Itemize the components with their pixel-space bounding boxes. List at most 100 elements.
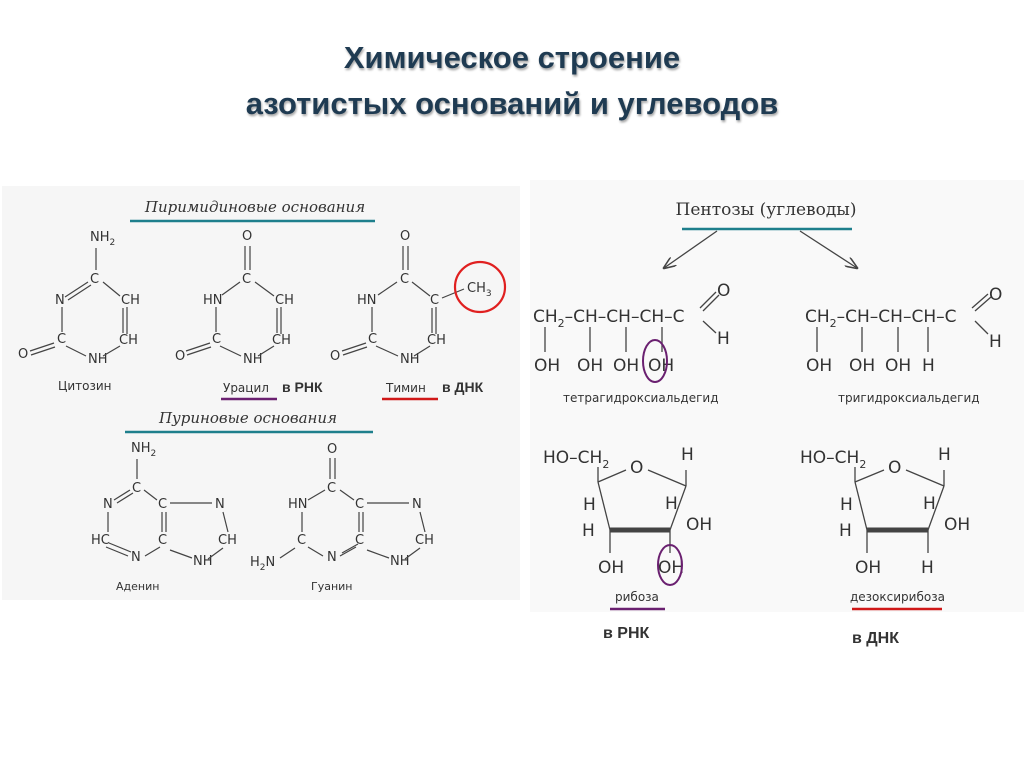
ribose-h-left-lower: H bbox=[582, 521, 595, 541]
chain2-o: O bbox=[989, 285, 1002, 305]
adenine-c4: C bbox=[158, 533, 167, 548]
adenine-ch: CH bbox=[218, 533, 237, 548]
chain1-oh-highlight bbox=[642, 339, 668, 383]
cytosine-c4: C bbox=[90, 272, 99, 287]
chain1-h: H bbox=[717, 329, 730, 349]
chain2-sub: 2 bbox=[830, 317, 837, 330]
thymine-hn: HN bbox=[357, 293, 377, 308]
svg-text:H2N: H2N bbox=[250, 555, 275, 573]
methyl-highlight-circle bbox=[453, 260, 507, 314]
svg-text:NH2: NH2 bbox=[131, 441, 156, 459]
guanine-label: Гуанин bbox=[311, 580, 353, 593]
ribose-sub: 2 bbox=[602, 458, 609, 471]
ribose-h-left-upper: H bbox=[583, 495, 596, 515]
title-line-2: азотистых оснований и углеводов bbox=[245, 86, 779, 121]
uracil-nh: NH bbox=[243, 352, 263, 367]
guanine-n3: N bbox=[327, 550, 337, 565]
cytosine-nh2-sub: 2 bbox=[110, 238, 116, 248]
adenine-c5: C bbox=[158, 497, 167, 512]
chain1-caption: тетрагидроксиальдегид bbox=[563, 391, 719, 405]
svg-text:HO–CH2: HO–CH2 bbox=[800, 448, 866, 471]
chain2-caption: тригидроксиальдегид bbox=[838, 391, 980, 405]
chain1-rest: –CH–CH–CH–C bbox=[565, 307, 685, 327]
svg-text:CH2–CH–CH–CH–C: CH2–CH–CH–CH–C bbox=[805, 307, 957, 330]
deoxyribose-oh-bottom-left: OH bbox=[855, 558, 881, 578]
adenine-structure: NH2 C N C N HC C CH N NH Аденин bbox=[91, 441, 237, 593]
deoxyribose-h-left-upper: H bbox=[840, 495, 853, 515]
adenine-n1: N bbox=[103, 497, 113, 512]
thymine-c6: CH bbox=[427, 333, 446, 348]
ribose-rna-tag: в РНК bbox=[603, 625, 650, 642]
deoxyribose-structure: HO–CH2 O H H H H OH OH H дезоксирибоза в… bbox=[800, 445, 970, 647]
guanine-c5: C bbox=[355, 497, 364, 512]
cytosine-o: O bbox=[18, 347, 28, 362]
pentoses-header: Пентозы (углеводы) bbox=[676, 200, 857, 220]
guanine-c2: C bbox=[297, 533, 306, 548]
guanine-h2n: H bbox=[250, 555, 260, 570]
deoxyribose-h-bottom-right: H bbox=[921, 558, 934, 578]
adenine-n7: N bbox=[215, 497, 225, 512]
chain2-h-bottom: H bbox=[922, 356, 935, 376]
guanine-h2n-sub: 2 bbox=[260, 563, 266, 573]
chain2-oh-1: OH bbox=[806, 356, 832, 376]
thymine-o-top: O bbox=[400, 229, 410, 244]
ribose-structure: HO–CH2 O H H H H OH OH OH рибоза в РНК bbox=[543, 445, 712, 642]
deoxyribose-label: дезоксирибоза bbox=[850, 590, 945, 604]
trihydroxyaldehyde-structure: CH2–CH–CH–CH–C O H OH OH OH H тригидрокс… bbox=[805, 285, 1002, 405]
adenine-nh2-sub: 2 bbox=[151, 449, 157, 459]
title-line-1: Химическое строение bbox=[343, 40, 681, 75]
tetrahydroxyaldehyde-structure: CH2–CH–CH–CH–C O H OH OH OH OH тетрагидр… bbox=[533, 281, 730, 405]
adenine-nh2: NH bbox=[131, 441, 151, 456]
ribose-oh-highlight bbox=[657, 544, 683, 586]
thymine-c2: C bbox=[368, 332, 377, 347]
chain2-oh-3: OH bbox=[885, 356, 911, 376]
guanine-ch: CH bbox=[415, 533, 434, 548]
chain1-oh-4: OH bbox=[648, 356, 674, 376]
cytosine-structure: NH2 C N CH C CH O NH Цитозин bbox=[18, 230, 140, 393]
svg-text:CH3: CH3 bbox=[467, 281, 492, 299]
cytosine-c2: C bbox=[57, 332, 66, 347]
adenine-hc: HC bbox=[91, 533, 110, 548]
guanine-n7: N bbox=[412, 497, 422, 512]
svg-text:NH2: NH2 bbox=[90, 230, 115, 248]
deoxyribose-h-right: H bbox=[923, 494, 936, 514]
cytosine-n3: N bbox=[55, 293, 65, 308]
uracil-c5: CH bbox=[275, 293, 294, 308]
nitrogenous-bases-panel bbox=[2, 186, 520, 600]
uracil-label: Урацил bbox=[223, 381, 269, 395]
uracil-o: O bbox=[175, 349, 185, 364]
uracil-o-top: O bbox=[242, 229, 252, 244]
guanine-nh: NH bbox=[390, 554, 410, 569]
arrow-left bbox=[664, 230, 718, 268]
chain2-oh-2: OH bbox=[849, 356, 875, 376]
thymine-ch3: CH bbox=[467, 281, 486, 296]
uracil-c6: CH bbox=[272, 333, 291, 348]
deoxyribose-sub: 2 bbox=[859, 458, 866, 471]
thymine-structure: O C HN C CH3 C CH O NH Тимин в ДНК bbox=[330, 229, 507, 401]
deoxyribose-hoch: HO–CH bbox=[800, 448, 859, 468]
thymine-o: O bbox=[330, 349, 340, 364]
cytosine-label: Цитозин bbox=[58, 379, 111, 393]
svg-text:CH2–CH–CH–CH–C: CH2–CH–CH–CH–C bbox=[533, 307, 685, 330]
deoxyribose-h-top-right: H bbox=[938, 445, 951, 465]
pyrimidine-header: Пиримидиновые основания bbox=[144, 198, 365, 216]
cytosine-c5: CH bbox=[121, 293, 140, 308]
svg-text:HO–CH2: HO–CH2 bbox=[543, 448, 609, 471]
ribose-hoch: HO–CH bbox=[543, 448, 602, 468]
ribose-h-right: H bbox=[665, 494, 678, 514]
uracil-c4: C bbox=[242, 272, 251, 287]
arrow-right bbox=[799, 230, 857, 268]
adenine-n3: N bbox=[131, 550, 141, 565]
deoxyribose-oh-right: OH bbox=[944, 515, 970, 535]
chain1-oh-1: OH bbox=[534, 356, 560, 376]
ribose-oh-bottom-left: OH bbox=[598, 558, 624, 578]
adenine-nh: NH bbox=[193, 554, 213, 569]
chain1-oh-3: OH bbox=[613, 356, 639, 376]
chain1-ch: CH bbox=[533, 307, 558, 327]
chain1-sub: 2 bbox=[558, 317, 565, 330]
deoxyribose-dna-tag: в ДНК bbox=[852, 630, 899, 647]
guanine-c4: C bbox=[355, 533, 364, 548]
cytosine-n1: NH bbox=[88, 352, 108, 367]
thymine-label: Тимин bbox=[385, 381, 426, 395]
